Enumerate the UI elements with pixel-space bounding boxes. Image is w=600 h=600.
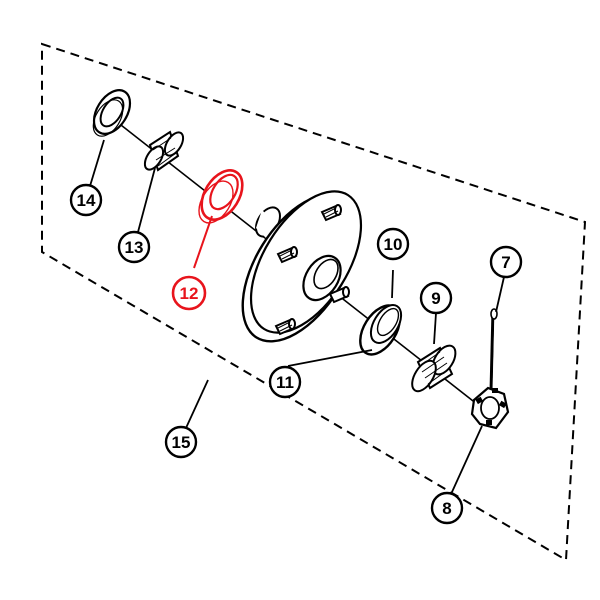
svg-text:8: 8 bbox=[442, 499, 451, 518]
inner-bearing-cone-part bbox=[143, 130, 185, 172]
cotter-pin-part bbox=[489, 308, 498, 395]
callout-13: 13 bbox=[117, 230, 151, 264]
callout-7: 7 bbox=[489, 245, 523, 279]
leader-lines bbox=[89, 139, 505, 493]
callout-15: 15 bbox=[164, 425, 198, 459]
hub-part bbox=[241, 190, 363, 343]
leader-line-12 bbox=[193, 215, 213, 269]
callout-14: 14 bbox=[69, 183, 103, 217]
inner-bearing-race-part bbox=[198, 169, 244, 224]
svg-text:14: 14 bbox=[77, 191, 96, 210]
castle-nut-part bbox=[470, 386, 510, 430]
callout-11: 11 bbox=[268, 365, 302, 399]
svg-text:13: 13 bbox=[125, 238, 144, 257]
grease-seal-part bbox=[92, 89, 132, 137]
callout-10: 10 bbox=[376, 227, 410, 261]
svg-text:9: 9 bbox=[431, 289, 440, 308]
kit-boundary bbox=[41, 42, 587, 562]
outer-bearing-race-part bbox=[359, 304, 403, 356]
callout-12: 12 bbox=[171, 275, 207, 311]
svg-text:7: 7 bbox=[501, 253, 510, 272]
callout-9: 9 bbox=[419, 281, 453, 315]
outer-bearing-cone-part bbox=[411, 344, 457, 393]
svg-text:15: 15 bbox=[172, 433, 191, 452]
svg-text:10: 10 bbox=[384, 235, 403, 254]
callout-8: 8 bbox=[430, 491, 464, 525]
svg-text:12: 12 bbox=[180, 284, 199, 303]
svg-text:11: 11 bbox=[276, 373, 294, 392]
